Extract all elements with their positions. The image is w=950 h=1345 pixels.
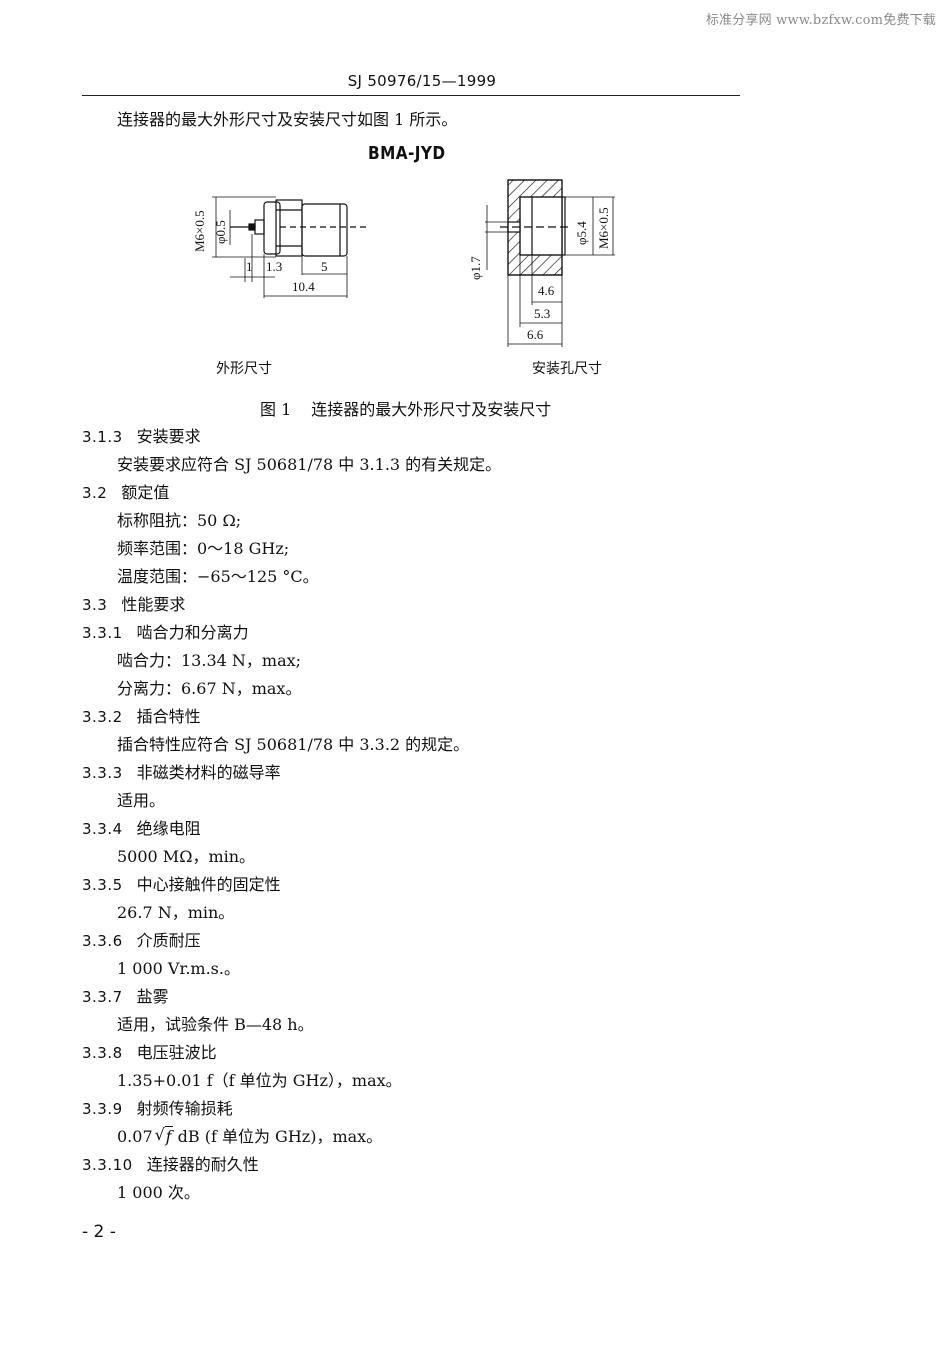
standard-header: SJ 50976/15—1999 xyxy=(0,72,950,90)
figure-title: 图 1 连接器的最大外形尺寸及安装尺寸 xyxy=(260,396,551,420)
dim-total-label: 10.4 xyxy=(292,279,315,294)
mounting-caption: 安装孔尺寸 xyxy=(532,361,602,377)
mounting-hole-drawing: φ1.7 φ5.4 M6×0.5 4.6 5.3 6.6 xyxy=(460,165,630,350)
dim-1-3-label: 1.3 xyxy=(266,259,282,274)
section-body: 1.35+0.01 f（f 单位为 GHz），max。 xyxy=(117,1071,402,1090)
intro-paragraph: 连接器的最大外形尺寸及安装尺寸如图 1 所示。 xyxy=(117,110,458,129)
page-number: - 2 - xyxy=(82,1222,116,1242)
dim-1-label: 1 xyxy=(246,259,253,274)
outline-caption: 外形尺寸 xyxy=(216,361,272,377)
dim-6-6-label: 6.6 xyxy=(527,327,544,342)
dim-4-6-label: 4.6 xyxy=(538,283,555,298)
section-body-formula: 0.07f dB (f 单位为 GHz)，max。 xyxy=(117,1123,382,1147)
section-body: 26.7 N，min。 xyxy=(117,903,235,922)
watermark: 标准分享网 www.bzfxw.com免费下载 xyxy=(705,13,936,28)
section-body: 适用，试验条件 B—48 h。 xyxy=(117,1015,314,1034)
standard-number: SJ 50976/15—1999 xyxy=(347,72,497,90)
pin-dia-label: φ0.5 xyxy=(213,220,228,244)
section-body: 1 000 Vr.m.s.。 xyxy=(117,959,240,978)
figure-title-text: 连接器的最大外形尺寸及安装尺寸 xyxy=(311,400,552,419)
section-body: 安装要求应符合 SJ 50681/78 中 3.1.3 的有关规定。 xyxy=(117,455,502,474)
hole-dia-label: φ1.7 xyxy=(468,256,483,280)
model-title: BMA-JYD xyxy=(368,143,446,164)
section-body: 插合特性应符合 SJ 50681/78 中 3.3.2 的规定。 xyxy=(117,735,470,754)
outline-drawing: M6×0.5 φ0.5 1 1.3 5 10.4 xyxy=(190,180,370,310)
thread-hole-label: M6×0.5 xyxy=(596,207,611,249)
section-body: 1 000 次。 xyxy=(117,1183,200,1202)
dim-5-3-label: 5.3 xyxy=(534,306,550,321)
section-body: 频率范围：0～18 GHz; xyxy=(117,539,290,558)
section-body: 5000 MΩ，min。 xyxy=(117,847,256,866)
section-body: 啮合力：13.34 N，max; xyxy=(117,651,302,670)
dim-5-label: 5 xyxy=(321,259,328,274)
section-body: 标称阻抗：50 Ω; xyxy=(117,511,242,530)
section-body: 适用。 xyxy=(117,791,166,810)
bore-dia-label: φ5.4 xyxy=(574,221,589,245)
section-body: 分离力：6.67 N，max。 xyxy=(117,679,302,698)
header-rule xyxy=(82,95,740,96)
sqrt-symbol: f xyxy=(155,1125,173,1146)
thread-dim-label: M6×0.5 xyxy=(192,210,207,252)
figure-number: 图 1 xyxy=(260,400,292,419)
section-body: 温度范围：−65～125 °C。 xyxy=(117,567,319,586)
